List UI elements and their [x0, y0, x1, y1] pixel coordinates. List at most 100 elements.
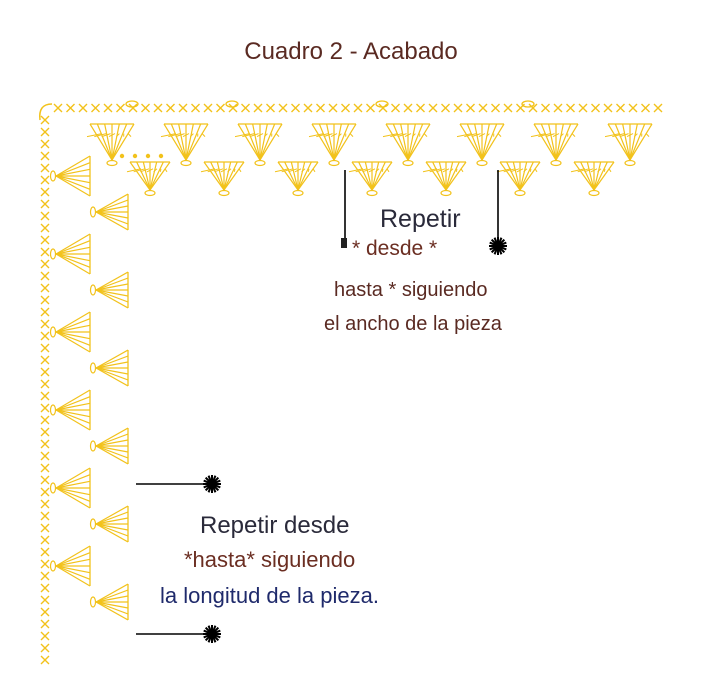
fan-post	[318, 123, 335, 161]
top-note-line1: Repetir	[380, 205, 461, 233]
single-crochet	[40, 607, 50, 617]
fan-post	[95, 433, 129, 447]
fan-tick	[94, 133, 107, 138]
fan-post	[149, 161, 164, 191]
chain-stitch	[375, 100, 389, 108]
fan-post	[237, 123, 261, 161]
fan-post	[95, 517, 129, 525]
single-crochet	[278, 103, 288, 113]
single-crochet	[378, 103, 388, 113]
fan-base-chain	[89, 596, 97, 608]
single-crochet	[266, 103, 275, 113]
fan-tick	[108, 133, 116, 138]
fan-base-chain	[624, 159, 636, 167]
fan-tick	[140, 168, 150, 173]
fan-post	[593, 161, 602, 191]
single-crochet	[40, 619, 50, 629]
fan-tick	[175, 133, 185, 138]
fan-tick	[633, 133, 638, 137]
fan-base-chain	[254, 159, 266, 167]
fan-post	[629, 123, 653, 161]
fan-base-chain	[402, 159, 414, 167]
fan-stitch	[89, 271, 129, 309]
fan-tick	[534, 168, 538, 173]
single-crochet	[40, 475, 50, 485]
fan-tick	[429, 168, 442, 173]
fan-base-chain	[49, 404, 57, 416]
fan-post	[629, 123, 638, 161]
fan-post	[149, 161, 158, 191]
fan-post	[358, 161, 373, 191]
fan-post	[55, 162, 91, 177]
fan-tick	[538, 133, 551, 138]
single-crochet	[453, 103, 463, 113]
fan-tick	[200, 168, 216, 173]
slip-stitch-dot	[158, 153, 164, 159]
single-crochet	[353, 103, 363, 113]
fan-post	[55, 155, 91, 177]
fan-post	[55, 331, 91, 346]
single-crochet	[40, 535, 50, 545]
fan-tick	[603, 168, 606, 172]
fan-tick	[386, 168, 390, 173]
single-crochet	[216, 103, 225, 113]
single-crochet	[40, 343, 50, 353]
fan-tick	[288, 168, 298, 173]
top-note-line2: * desde *	[352, 237, 438, 260]
fan-tick	[238, 168, 242, 173]
fan-post	[371, 161, 380, 191]
fan-post	[95, 445, 129, 459]
fan-stitch	[570, 161, 615, 197]
fan-post	[297, 161, 312, 191]
single-crochet	[40, 283, 50, 293]
fan-post	[223, 161, 245, 191]
repeat-star-top	[489, 237, 507, 255]
fan-post	[95, 367, 129, 381]
bottom-note-line2: *hasta* siguiendo	[184, 547, 356, 572]
fan-post	[55, 467, 91, 489]
fan-tick	[516, 168, 524, 173]
single-crochet	[178, 103, 188, 113]
fan-post	[163, 123, 187, 161]
fan-base-chain	[106, 159, 118, 167]
fan-post	[223, 161, 238, 191]
fan-base-chain	[550, 159, 562, 167]
fan-base-chain	[89, 440, 97, 452]
single-crochet	[40, 163, 50, 173]
fan-post	[385, 123, 409, 161]
fan-base-chain	[49, 482, 57, 494]
fan-post	[55, 324, 91, 333]
fan-tick	[397, 133, 407, 138]
fan-tick	[242, 133, 255, 138]
fan-post	[55, 240, 91, 255]
fan-post	[407, 123, 431, 161]
fan-post	[55, 487, 91, 496]
fan-tick	[348, 168, 364, 173]
fan-post	[95, 367, 129, 387]
fan-tick	[456, 133, 472, 138]
fan-tick	[471, 133, 481, 138]
fan-post	[573, 161, 595, 191]
fan-post	[55, 558, 91, 567]
fan-tick	[455, 168, 458, 172]
fan-post	[55, 175, 91, 197]
fan-post	[333, 123, 357, 161]
single-crochet	[40, 127, 50, 137]
fan-post	[95, 199, 129, 213]
fan-post	[614, 123, 631, 161]
fan-tick	[381, 168, 384, 172]
fan-post	[622, 123, 631, 161]
fan-tick	[464, 133, 477, 138]
fan-tick	[442, 168, 450, 173]
fan-post	[216, 161, 225, 191]
fan-base-chain	[218, 189, 230, 197]
single-crochet	[40, 403, 50, 413]
single-crochet	[40, 415, 50, 425]
repeat-star-upper	[203, 475, 221, 493]
top-note-line3: hasta * siguiendo	[334, 279, 488, 301]
fan-tick	[510, 168, 520, 173]
fan-tick	[182, 133, 190, 138]
single-crochet	[40, 307, 50, 317]
fan-stitch	[456, 123, 505, 167]
fan-tick	[423, 133, 428, 137]
